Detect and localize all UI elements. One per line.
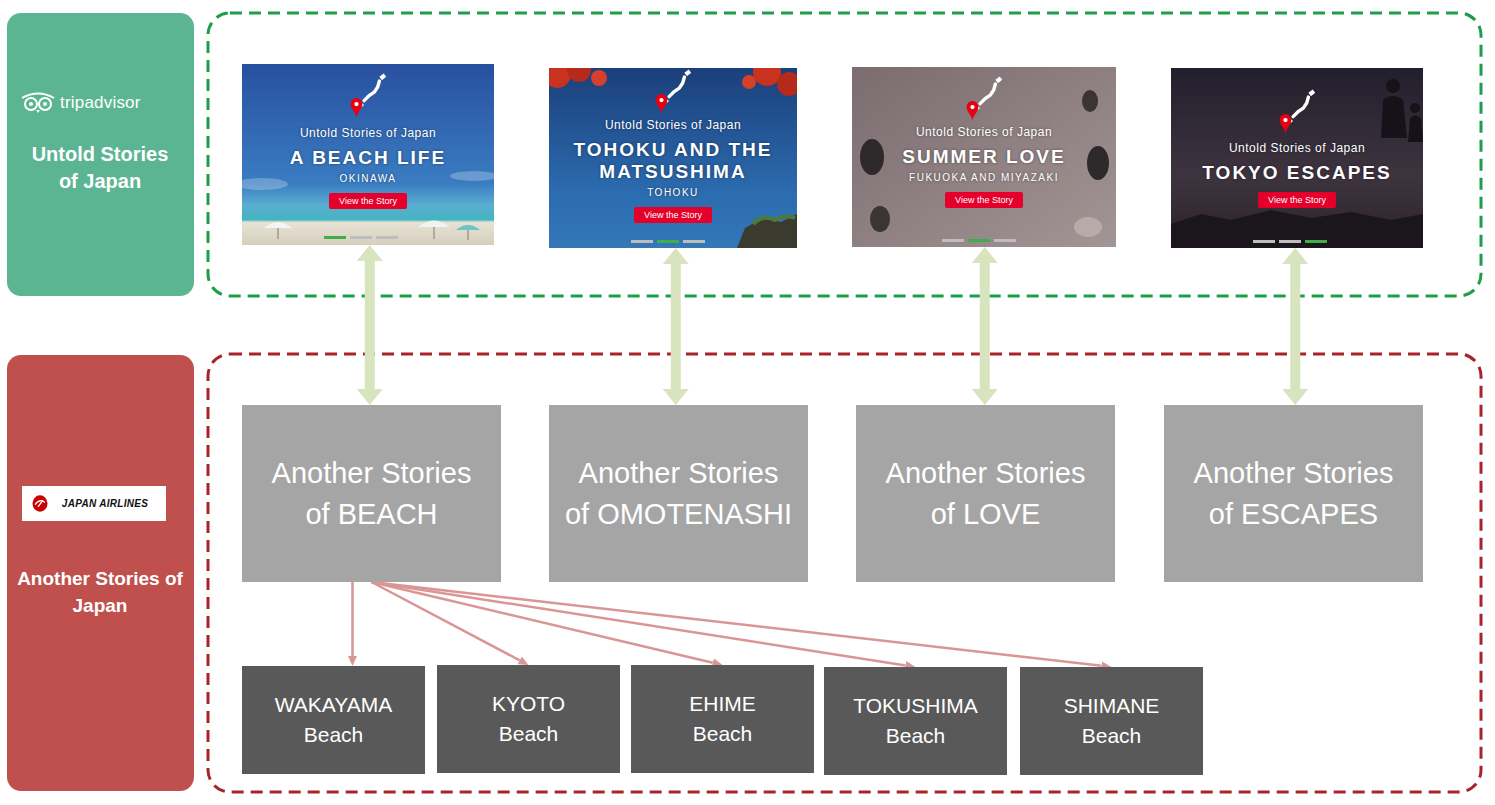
category-box: Another Stories of OMOTENASHI <box>549 405 808 582</box>
box-label: TOKUSHIMA Beach <box>851 691 979 751</box>
card-subtitle: TOHOKU <box>647 186 699 199</box>
story-card: Untold Stories of JapanTOHOKU AND THE MA… <box>549 68 797 248</box>
branch-arrow <box>372 582 713 663</box>
group-outline <box>208 13 1481 296</box>
button-label: View the Story <box>339 195 397 207</box>
story-card: Untold Stories of JapanSUMMER LOVE FUKUOK… <box>852 67 1116 247</box>
button-label: View the Story <box>955 194 1013 206</box>
brand-panel: tripadvisorUntold Stories of Japan <box>7 13 194 296</box>
beach-box: SHIMANE Beach <box>1020 667 1203 775</box>
story-card: Untold Stories of Japan A BEACH LIFE OKINA… <box>242 64 494 245</box>
double-arrow <box>980 263 990 389</box>
category-box: Another Stories of BEACH <box>242 405 501 582</box>
beach-box: WAKAYAMA Beach <box>242 666 425 774</box>
box-label: Another Stories of ESCAPES <box>1179 453 1409 533</box>
story-button: View the Story <box>945 192 1023 208</box>
escape-photo <box>1171 68 1423 248</box>
box-label: Another Stories of LOVE <box>871 453 1101 533</box>
category-box: Another Stories of ESCAPES <box>1164 405 1423 582</box>
brand-logo: tripadvisor <box>60 93 194 113</box>
branch-arrow <box>372 582 1102 666</box>
card-subtitle: FUKUOKA AND MIYAZAKI <box>909 171 1059 184</box>
button-label: View the Story <box>644 209 702 221</box>
card-kicker: Untold Stories of Japan <box>605 118 741 133</box>
category-box: Another Stories of LOVE <box>856 405 1115 582</box>
box-label: KYOTO Beach <box>464 689 592 749</box>
beach-box: KYOTO Beach <box>437 665 620 773</box>
box-label: Another Stories of BEACH <box>257 453 487 533</box>
story-button: View the Story <box>329 193 407 209</box>
double-arrow <box>1290 264 1300 389</box>
card-title: SUMMER LOVE <box>902 146 1065 168</box>
card-title: TOHOKU AND THE MATSUSHIMA <box>559 139 787 183</box>
double-arrow <box>365 261 375 389</box>
card-title: TOKYO ESCAPES <box>1202 162 1391 184</box>
card-kicker: Untold Stories of Japan <box>916 125 1052 140</box>
brand-panel: Another Stories of Japan JAPAN AIRLINES <box>7 355 194 791</box>
card-title: A BEACH LIFE <box>290 147 446 169</box>
brand-logo: JAPAN AIRLINES <box>62 498 148 509</box>
card-kicker: Untold Stories of Japan <box>1229 141 1365 156</box>
group-outline <box>208 354 1481 792</box>
beach-box: EHIME Beach <box>631 665 814 773</box>
box-label: EHIME Beach <box>658 689 786 749</box>
button-label: View the Story <box>1268 194 1326 206</box>
branch-arrow <box>372 582 906 665</box>
panel-title: Another Stories of Japan <box>17 565 183 619</box>
beach-box: TOKUSHIMA Beach <box>824 667 1007 775</box>
box-label: Another Stories of OMOTENASHI <box>564 453 794 533</box>
branch-arrow <box>351 582 354 656</box>
card-kicker: Untold Stories of Japan <box>300 126 436 141</box>
story-card: Untold Stories of JapanTOKYO ESCAPES View… <box>1171 68 1423 248</box>
story-button: View the Story <box>1258 192 1336 208</box>
box-label: SHIMANE Beach <box>1047 691 1175 751</box>
card-subtitle: OKINAWA <box>340 172 397 185</box>
story-button: View the Story <box>634 207 712 223</box>
box-label: WAKAYAMA Beach <box>269 690 397 750</box>
double-arrow <box>671 264 681 389</box>
panel-title: Untold Stories of Japan <box>25 141 175 195</box>
airline-logo: JAPAN AIRLINES <box>22 486 166 521</box>
